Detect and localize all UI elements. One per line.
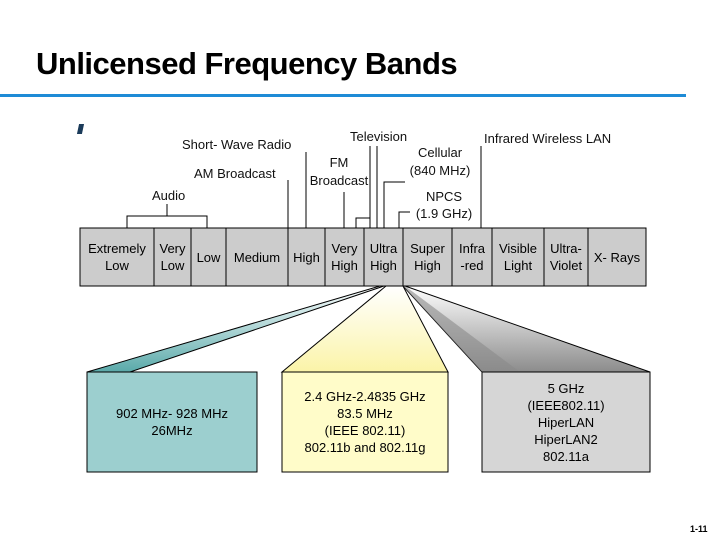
band-ultraviolet: Ultra- Violet [549,241,583,273]
band-x-rays: X- Rays [593,249,641,265]
callout-am-broadcast: AM Broadcast [194,166,276,181]
box-teal-bg [86,371,258,473]
spectrum-bar [79,227,647,287]
box-yellow-bg [281,371,449,473]
unlicensed-box-2-4ghz: 2.4 GHz-2.4835 GHz 83.5 MHz (IEEE 802.11… [304,389,426,455]
callout-npcs-line1: NPCS [425,189,463,204]
unlicensed-box-5ghz: 5 GHz (IEEE802.11) HiperLAN HiperLAN2 80… [527,380,605,464]
callout-infrared-wireless-lan: Infrared Wireless LAN [484,131,612,146]
band-super-high: Super High [410,241,445,273]
band-very-high: Very High [331,241,358,273]
band-extremely-low: Extremely Low [88,241,146,273]
callout-audio: Audio [152,188,186,203]
funnel-gray-shadow [403,286,520,372]
callout-npcs-line2: (1.9 GHz) [415,206,473,221]
band-ultra-high: Ultra High [369,241,398,273]
callout-short-wave-radio: Short- Wave Radio [182,137,292,152]
callout-fm-line2: Broadcast [309,173,369,188]
band-infrared: Infra -red [458,241,485,273]
unlicensed-box-900mhz: 902 MHz- 928 MHz 26MHz [116,406,228,438]
band-medium: Medium [233,249,281,265]
slide-number: 1-11 [690,524,708,534]
band-dividers [153,228,589,286]
band-low: Low [196,249,221,265]
slide-title: Unlicensed Frequency Bands [36,46,458,81]
band-visible-light: Visible Light [498,241,538,273]
callout-leaders [126,146,482,228]
band-very-low: Very Low [159,241,186,273]
callout-television: Television [350,129,408,144]
callout-cellular-line1: Cellular [417,145,463,160]
callout-fm-line1: FM [329,155,349,170]
callout-cellular-line2: (840 MHz) [409,163,471,178]
title-underline [0,94,686,97]
box-gray-bg [481,371,651,473]
band-high: High [293,249,320,265]
